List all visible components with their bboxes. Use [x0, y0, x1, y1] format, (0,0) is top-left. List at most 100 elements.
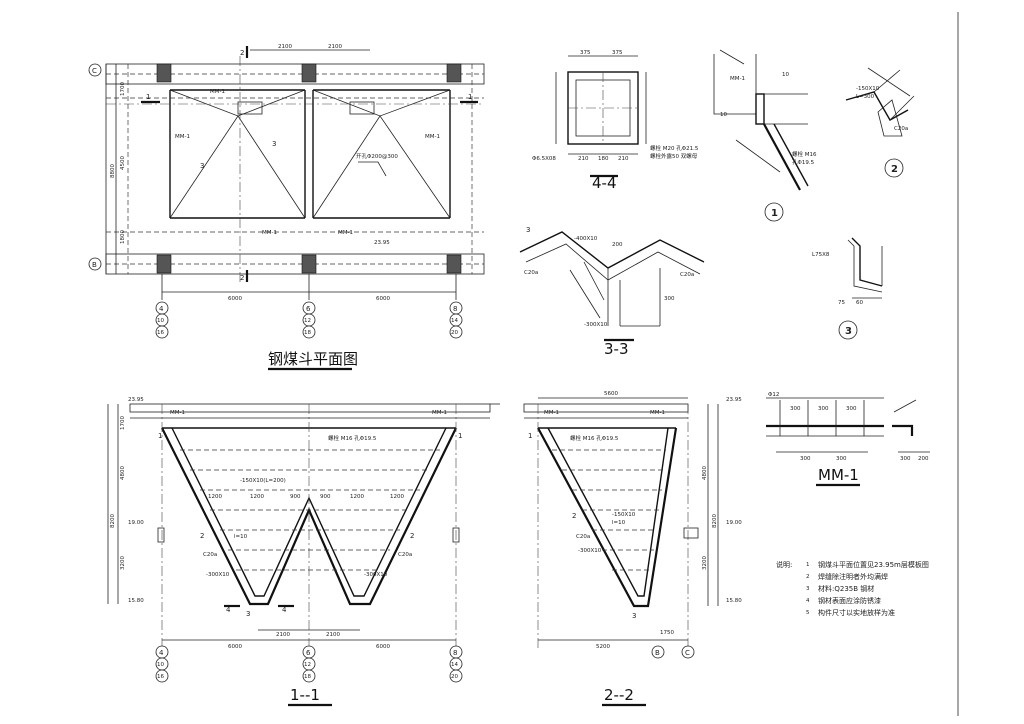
section-mark-3: 3	[200, 162, 204, 170]
axis-bubble-c	[88, 63, 102, 77]
s22-axis-b: B	[655, 649, 660, 657]
title-section-1-1: 1--1	[290, 686, 320, 704]
section-mark-2-top: 2	[240, 49, 244, 57]
axis-label-8: 8	[453, 305, 457, 313]
s22-l10: l=10	[612, 520, 626, 526]
s22-axis-c: C	[685, 649, 690, 657]
axis-label-14: 14	[451, 318, 458, 324]
detail-bubble-2	[884, 158, 904, 178]
axis-label-10: 10	[157, 318, 164, 324]
s33-pl300: -300X10	[584, 322, 608, 328]
s11-axis-bubble-20	[449, 669, 463, 683]
s11-cut-4-left: 4	[226, 606, 231, 614]
plan-dim-1800: 1800	[120, 230, 126, 244]
detail-1	[713, 49, 809, 191]
s11-pl300-left: -300X10	[206, 572, 230, 578]
notes-head: 说明:	[776, 560, 792, 569]
s22-dim-5600: 5600	[604, 391, 618, 397]
s22-level-bottom: 15.80	[726, 598, 742, 604]
s11-dim-1200-a: 1200	[208, 494, 222, 500]
d2-pl150: -150X10	[856, 86, 880, 92]
s22-axis-bubble-b	[651, 645, 665, 659]
s11-dim-6000-b: 6000	[376, 644, 390, 650]
s44-bolt-outer: 螺栓外露50 双螺母	[650, 152, 698, 160]
s33-pl400: -400X10	[574, 236, 598, 242]
plan-mm1-e: MM-1	[338, 230, 353, 236]
axis-label-b: B	[92, 261, 97, 269]
plan-mm1-b: MM-1	[175, 134, 190, 140]
s44-dim-top-a: 375	[580, 50, 591, 56]
d1-bolt: 螺栓 M16	[792, 150, 817, 158]
s11-dim-4800: 4800	[120, 466, 126, 480]
mm1-dim-300-d: 300	[800, 456, 811, 462]
axis-bubble-b	[88, 257, 102, 271]
mm1-detail	[766, 397, 930, 453]
d1-mm1: MM-1	[730, 76, 745, 82]
notes-4: 钢材表面应涂防锈漆	[818, 596, 881, 605]
notes-key-1: 1	[806, 562, 810, 568]
axis-label-c: C	[92, 67, 97, 75]
s22-pl300: -300X10	[578, 548, 602, 554]
section-mark-3b: 3	[272, 140, 276, 148]
s11-dim-2100-b: 2100	[326, 632, 340, 638]
notes-key-4: 4	[806, 598, 810, 604]
axis-label-20: 20	[451, 330, 458, 336]
s11-dim-6000-a: 6000	[228, 644, 242, 650]
mm1-dim-300-f: 300	[900, 456, 911, 462]
axis-label-4: 4	[159, 305, 164, 313]
axis-bubble-18	[302, 325, 316, 339]
s22-detail-2: 2	[572, 512, 576, 520]
s11-axis-18: 18	[304, 674, 311, 680]
s11-axis-16: 16	[157, 674, 164, 680]
s22-dim-3200: 3200	[702, 556, 708, 570]
plan-mm1-a: MM-1	[210, 89, 225, 95]
mm1-dim-300-c: 300	[846, 406, 857, 412]
s22-bolt: 螺栓 M16 孔Φ19.5	[570, 434, 619, 442]
s11-mm1-right: MM-1	[432, 410, 447, 416]
s11-detail-1-left: 1	[158, 432, 162, 440]
s44-bolt-m20: 螺栓 M20 孔Φ21.5	[650, 144, 699, 152]
s22-mm1-left: MM-1	[544, 410, 559, 416]
s22-detail-3: 3	[632, 612, 636, 620]
notes-5: 构件尺寸以实地放样为准	[818, 608, 895, 617]
s11-axis-8: 8	[453, 649, 457, 657]
axis-bubble-20	[449, 325, 463, 339]
axis-label-6: 6	[306, 305, 311, 313]
s11-pl150: -150X10(L=200)	[240, 478, 286, 484]
plan-dim-2100-b: 2100	[328, 44, 342, 50]
s22-dim-1750: 1750	[660, 630, 674, 636]
s11-axis-12: 12	[304, 662, 311, 668]
plan-hole-note: 开孔Φ200@300	[356, 152, 398, 160]
s11-detail-2-left: 2	[200, 532, 204, 540]
d2-c20a: C20a	[894, 126, 908, 132]
section-4-4	[555, 55, 647, 178]
plan-mm1-c: MM-1	[425, 134, 440, 140]
plan-mm1-d: MM-1	[262, 230, 277, 236]
s11-detail-3: 3	[246, 610, 250, 618]
plan-dim-8800: 8800	[110, 164, 116, 178]
notes-key-5: 5	[806, 610, 810, 616]
s33-mark-left: 3	[526, 226, 530, 234]
plan-dim-4500: 4500	[120, 156, 126, 170]
s11-dim-900-a: 900	[290, 494, 301, 500]
detail-label-1: 1	[771, 208, 778, 219]
s44-dim-bot-a: 210	[578, 156, 589, 162]
s11-l10: l=10	[234, 534, 248, 540]
axis-bubble-16	[155, 325, 169, 339]
s44-dim-top-b: 375	[612, 50, 623, 56]
s11-mm1-left: MM-1	[170, 410, 185, 416]
mm1-phi12: Φ12	[768, 392, 779, 398]
plan-dim-2100-a: 2100	[278, 44, 292, 50]
s11-level-bottom: 15.80	[128, 598, 144, 604]
d3-l75: L75X8	[812, 252, 830, 258]
title-plan: 钢煤斗平面图	[268, 350, 358, 368]
s11-dim-1200-b: 1200	[250, 494, 264, 500]
d1-dim-10-b: 10	[720, 112, 727, 118]
notes-1: 钢煤斗平面位置见23.95m层模板图	[818, 560, 929, 569]
s22-c20a: C20a	[576, 534, 590, 540]
detail-label-3: 3	[845, 326, 852, 337]
s11-dim-3200: 3200	[120, 556, 126, 570]
s11-axis-10: 10	[157, 662, 164, 668]
s11-axis-4: 4	[159, 649, 164, 657]
axis-label-12: 12	[304, 318, 311, 324]
